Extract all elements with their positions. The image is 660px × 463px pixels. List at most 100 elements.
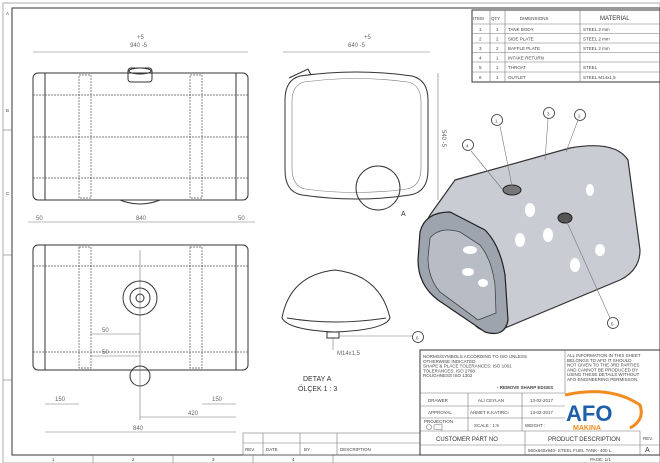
drawer-date: 13-02-2017: [530, 398, 554, 403]
bom-dimensions: SIDE PLATE: [508, 37, 534, 42]
dim-front-right: 50: [238, 216, 245, 222]
zone-col-2: 2: [132, 457, 135, 462]
bom-dimensions: OUTLET: [508, 75, 526, 80]
title-block: NORMS/SYMBOLS ACCORDING TO ISO UNLESSOTH…: [419, 349, 660, 462]
drawer-name: ALİ CEYLAN: [478, 397, 504, 403]
bom-item: 2: [479, 37, 482, 42]
bom-qty: 2: [496, 46, 499, 51]
dim-bottom-total: 840: [133, 426, 144, 432]
approval-date: 13-02-2017: [530, 410, 554, 415]
bom-material: STEEL 2 mm: [583, 27, 610, 32]
balloon-1: 1: [495, 119, 498, 124]
logo-subtext: MAKINA: [573, 425, 601, 432]
logo-text: AFO: [566, 401, 612, 426]
front-view: +5 940 -5 50 840 50: [28, 35, 255, 223]
dim-length-total: 940 -5: [130, 43, 148, 49]
dim-bottom-half: 420: [188, 411, 199, 417]
projection-label: PROJECTION: [424, 419, 453, 424]
norms-note-line: SHAPE & PLACE TOLERANCES: ISO 1001: [423, 364, 512, 369]
zone-row-c: C: [6, 191, 10, 196]
bom-item: 1: [479, 27, 482, 32]
product-description: 560x640x940- STEEL FUEL TANK- 400 L.: [528, 448, 613, 453]
rev-header-by: BY: [304, 447, 310, 452]
page-number: PAGE: 1/1: [590, 457, 611, 462]
side-view: +5 640 -5 540 -5 A: [283, 35, 446, 218]
balloon-2: 2: [578, 114, 581, 119]
drawer-label: DRAWER: [428, 398, 449, 403]
bom-row: 6 1 OUTLET STEEL M14x1,5: [479, 75, 616, 80]
confidentiality-note-line: NOT GIVEN TO THE 3RD PARTIES: [567, 363, 640, 368]
zone-col-3: 3: [212, 457, 215, 462]
bom-qty: 1: [496, 75, 499, 80]
rev-header-description: DESCRIPTION: [340, 447, 371, 452]
projection-symbol-icon: [426, 423, 443, 431]
bom-material: STEEL: [583, 65, 598, 70]
bottom-view: 50 50 150 150 420 840: [32, 244, 249, 433]
dim-tolerance: +5: [137, 35, 145, 41]
confidentiality-note-line: BELONGS TO AFO IT SHOULD: [567, 358, 632, 363]
bom-dimensions: INTAKE RETURN: [508, 56, 544, 61]
dim-front-mid: 840: [136, 216, 147, 222]
dim-bottom-left: 150: [55, 397, 66, 403]
detail-marker: A: [401, 211, 406, 218]
zone-markers: A B C 1 2 3 4: [3, 11, 334, 463]
customer-part-label: CUSTOMER PART NO: [436, 437, 498, 443]
zone-col-4: 4: [292, 457, 295, 462]
detail-circle: [355, 165, 401, 211]
rev-header-rev: REV.: [245, 447, 255, 452]
bom-item: 6: [479, 75, 482, 80]
afo-logo: AFO MAKINA: [564, 390, 643, 432]
dim-bottom-inner-2: 50: [102, 350, 109, 356]
bom-qty: 1: [496, 56, 499, 61]
bom-row: 3 2 BAFFLE PLATE STEEL 2 mm: [479, 46, 610, 51]
balloon-4: 4: [466, 144, 469, 149]
detail-a-view: 6 M14x1,5 DETAY A ÖLÇEK 1 : 3: [281, 269, 424, 393]
dim-width-total: 640 -5: [348, 43, 366, 49]
norms-note-line: NORMS/SYMBOLS ACCORDING TO ISO UNLESS: [423, 354, 527, 359]
bom-dimensions: BAFFLE PLATE: [508, 46, 540, 51]
zone-col-1: 1: [52, 457, 55, 462]
weight: WEIGHT :: [525, 423, 545, 428]
bom-dimensions: TANK BODY: [508, 27, 534, 32]
bom-material: STEEL 2 mm: [583, 37, 610, 42]
bom-material: STEEL M14x1,5: [583, 75, 616, 80]
remove-sharp-edges-note: - REMOVE SHARP EDGES: [497, 385, 553, 390]
bom-row: 4 1 INTAKE RETURN: [479, 56, 544, 61]
rev-label: REV.: [643, 436, 653, 441]
zone-row-a: A: [6, 11, 9, 16]
dim-tolerance: +5: [364, 35, 372, 41]
bom-row: 1 1 TANK BODY STEEL 2 mm: [479, 27, 610, 32]
product-desc-label: PRODUCT DESCRIPTION: [548, 437, 620, 443]
norms-note-line: TOLERANCES: ISO 2768: [423, 368, 475, 373]
bom-header-qty: QTY: [491, 16, 500, 21]
bom-qty: 2: [496, 37, 499, 42]
balloon-3: 3: [547, 112, 550, 117]
isometric-view: 1 2 3 4 5: [417, 107, 641, 335]
norms-note-line: OTHERWISE INDICATED: [423, 359, 476, 364]
bom-header-material: MATERIAL: [600, 16, 630, 22]
rev-value: A: [645, 447, 650, 454]
bom-material: STEEL 2 mm: [583, 46, 610, 51]
bom-row: 2 2 SIDE PLATE STEEL 2 mm: [479, 37, 610, 42]
dim-bottom-right: 150: [212, 397, 223, 403]
norms-note-line: ROUGHNESS ISO 1302: [423, 373, 473, 378]
approval-label: APPROVAL: [428, 410, 452, 415]
confidentiality-note-line: AND CANNOT BE PRODUCED BY: [567, 367, 638, 372]
dim-height-total: 540 -5: [440, 130, 446, 148]
dim-outlet-thread: M14x1,5: [337, 351, 361, 357]
bom-qty: 1: [496, 65, 499, 70]
scale: SCALE : 1:9: [474, 423, 499, 428]
dim-front-left: 50: [36, 216, 43, 222]
zone-row-b: B: [6, 108, 9, 113]
bom-item: 3: [479, 46, 482, 51]
confidentiality-note-line: USING THESE DETAILS WITHOUT: [567, 372, 640, 377]
dim-bottom-inner-1: 50: [102, 328, 109, 334]
bom-item: 4: [479, 56, 482, 61]
detail-scale: ÖLÇEK 1 : 3: [298, 385, 337, 393]
confidentiality-note-line: ALL INFORMATION IN THIS SHEET: [567, 353, 641, 358]
bom-qty: 1: [496, 27, 499, 32]
